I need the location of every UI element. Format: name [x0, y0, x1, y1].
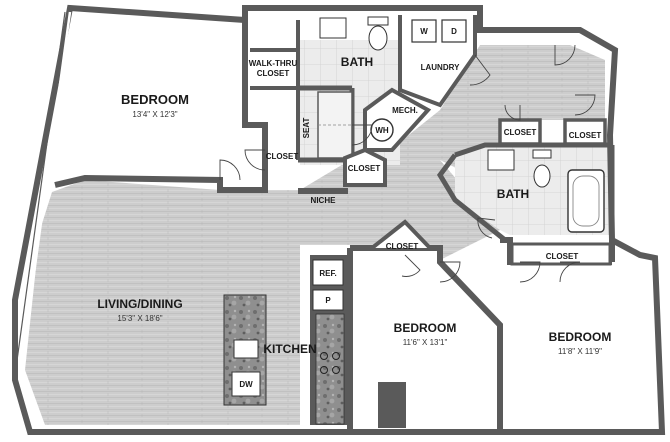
closet-bedroom1-label: CLOSET	[266, 152, 299, 161]
pantry-label: P	[325, 296, 331, 305]
walk-thru-closet-label-2: CLOSET	[257, 69, 290, 78]
bath-2-label: BATH	[497, 187, 529, 201]
bath-1-sink	[319, 17, 347, 39]
bath-1-label: BATH	[341, 55, 373, 69]
tub-inner	[572, 175, 600, 227]
closet-bedroom3-box	[510, 242, 612, 266]
bath-2-toilet-tank	[532, 149, 552, 159]
bath-2-walls	[436, 142, 615, 242]
bath-2-sink	[487, 149, 515, 171]
bedroom-1-dims: 13'4" X 12'3"	[132, 110, 177, 119]
bedroom-2-dims: 11'6" X 13'1"	[403, 338, 448, 347]
closet-bedroom2-label: CLOSET	[386, 242, 419, 251]
living-dining-label: LIVING/DINING	[97, 297, 182, 311]
bedroom-3-label: BEDROOM	[549, 330, 612, 344]
bath-2-toilet	[533, 164, 551, 188]
bedroom-3-dims: 11'8" X 11'9"	[558, 347, 602, 356]
closet-hall-far-right-box	[563, 118, 607, 146]
column	[378, 382, 406, 428]
bedroom-1-walls	[54, 20, 268, 193]
refrigerator-box	[312, 259, 344, 286]
dryer-label: D	[451, 27, 457, 36]
closet-hall-center-label: CLOSET	[348, 164, 381, 173]
island-sink	[233, 339, 259, 359]
closet-hall-far-right-label: CLOSET	[569, 131, 602, 140]
window-wall	[18, 11, 72, 376]
walk-thru-closet-walls	[250, 20, 300, 160]
washer-label: W	[420, 27, 428, 36]
dishwasher-label: DW	[239, 380, 253, 389]
center-closet-walls	[343, 147, 387, 187]
cooktop	[320, 352, 340, 374]
mech-label: MECH.	[392, 106, 418, 115]
wood-floor-living	[25, 160, 500, 425]
laundry-walls	[398, 15, 477, 108]
wood-floor-hall	[350, 45, 605, 170]
living-dining-dims: 15'3" X 18'6"	[117, 314, 162, 323]
bedroom-1-label: BEDROOM	[121, 92, 189, 107]
dishwasher-box	[231, 371, 261, 397]
niche-box	[298, 188, 348, 194]
washer-box	[411, 19, 437, 43]
bath-1-toilet-tank	[367, 16, 389, 26]
door-swings	[219, 44, 596, 283]
closet-bedroom3-label: CLOSET	[546, 252, 579, 261]
niche-label: NICHE	[311, 196, 337, 205]
refrigerator-label: REF.	[319, 269, 336, 278]
pantry-box	[312, 289, 344, 311]
bath-1-toilet	[368, 25, 388, 51]
dryer-box	[441, 19, 467, 43]
bedroom-2-label: BEDROOM	[394, 321, 457, 335]
window-wall-outline	[14, 11, 66, 376]
closet-bedroom2-walls	[370, 219, 432, 250]
kitchen-label: KITCHEN	[263, 342, 316, 356]
walk-thru-closet-label-1: WALK-THRU	[249, 59, 298, 68]
laundry-label: LAUNDRY	[421, 63, 460, 72]
closet-hall-right-label: CLOSET	[504, 128, 537, 137]
seat-label: SEAT	[302, 118, 311, 139]
water-heater-label: WH	[375, 126, 389, 135]
